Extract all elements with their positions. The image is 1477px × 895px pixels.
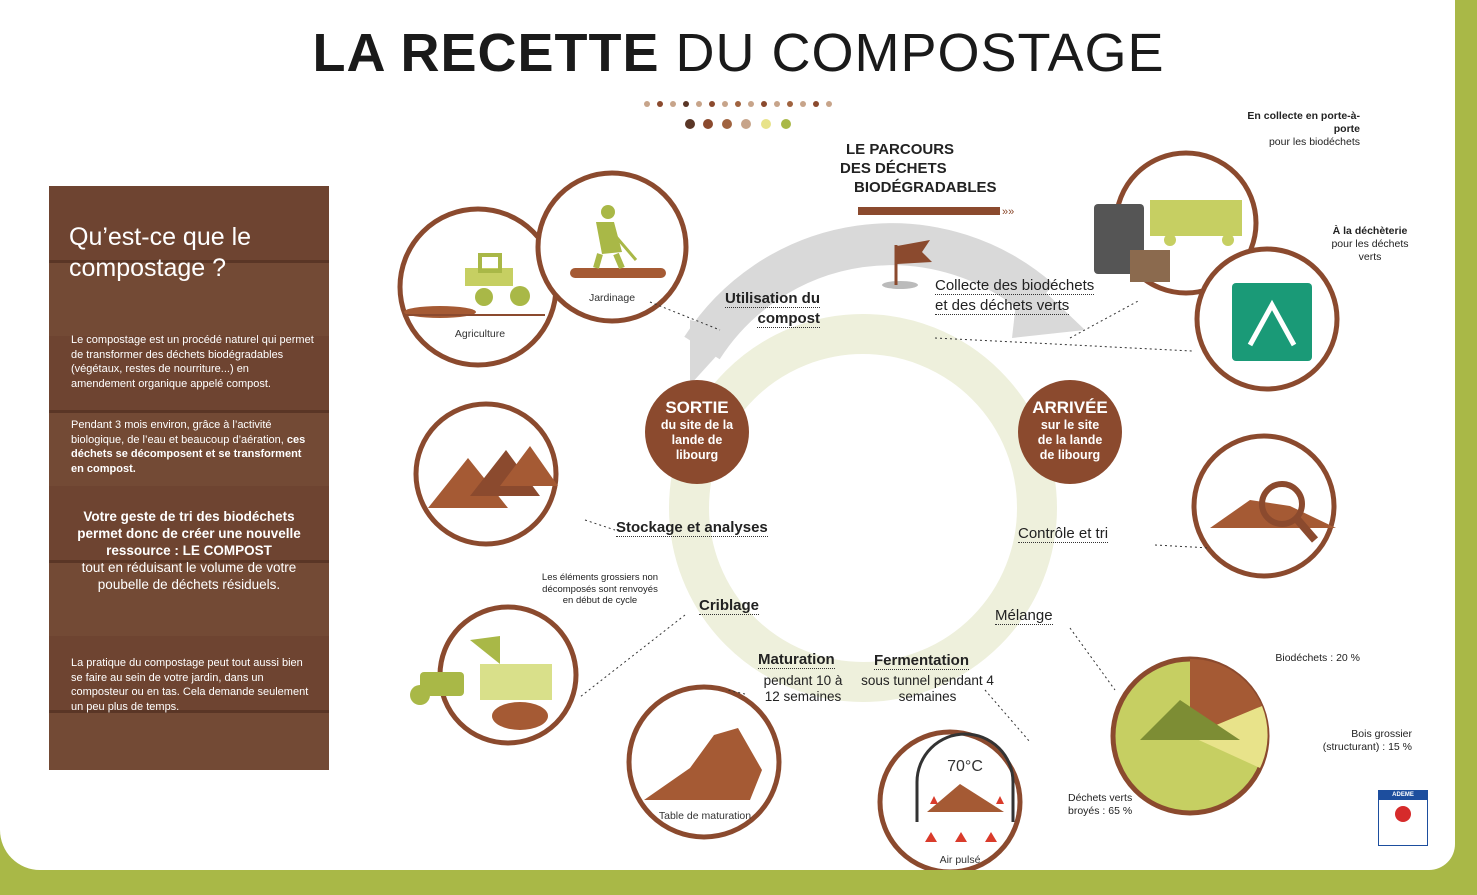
- parcours-title: LE PARCOURS DES DÉCHETS BIODÉGRADABLES: [840, 141, 997, 196]
- step-stockage: Stockage et analyses: [616, 519, 768, 537]
- panel-heading: Qu’est-ce que le compostage ?: [69, 223, 252, 282]
- circle-fermentation: [877, 729, 1023, 870]
- label-temperature: 70°C: [947, 758, 983, 775]
- badge-arrivee: ARRIVÉE sur le site de la lande de libou…: [1018, 380, 1122, 484]
- label-grossiers: Les éléments grossiers non décomposés so…: [541, 572, 659, 606]
- circle-porte-a-porte: [1094, 150, 1259, 296]
- panel-para-2: Pendant 3 mois environ, grâce à l’activi…: [71, 419, 306, 475]
- circle-decheterie: [1194, 246, 1340, 392]
- decor-dots: [644, 101, 832, 129]
- step-maturation: Maturation: [758, 651, 835, 669]
- circle-melange: [1110, 656, 1270, 816]
- step-fermentation: Fermentation: [874, 652, 970, 670]
- grey-arrow-head: [1012, 268, 1085, 338]
- page-title: LA RECETTE DU COMPOSTAGE: [312, 23, 1165, 83]
- svg-text:»»: »»: [1002, 206, 1014, 218]
- label-agriculture: Agriculture: [454, 328, 506, 340]
- badge-sortie: SORTIE du site de la lande de libourg: [645, 380, 749, 484]
- circle-jardinage: [535, 170, 689, 324]
- label-jardinage: Jardinage: [588, 292, 636, 304]
- step-collecte: Collecte des biodéchets et des déchets v…: [935, 277, 1095, 315]
- label-table-maturation: Table de maturation: [658, 810, 752, 822]
- circle-controle: [1191, 433, 1337, 579]
- ademe-logo: ADEME: [1378, 790, 1428, 846]
- circle-stockage: [413, 401, 559, 547]
- start-flag-icon: [882, 240, 932, 289]
- maturation-sub: pendant 10 à 12 semaines: [763, 673, 843, 704]
- info-panel: Qu’est-ce que le compostage ? Le compost…: [49, 186, 329, 770]
- panel-geste: Votre geste de tri des biodéchets permet…: [77, 509, 301, 592]
- step-melange: Mélange: [995, 607, 1053, 625]
- connectors: [579, 299, 1211, 743]
- label-bois-pct: Bois grossier (structurant) : 15 %: [1322, 728, 1412, 753]
- label-dechets-verts-pct: Déchets verts broyés : 65 %: [1068, 792, 1133, 817]
- circle-maturation: [626, 684, 782, 840]
- step-criblage: Criblage: [699, 597, 760, 615]
- step-utilisation: Utilisation du compost: [725, 290, 820, 328]
- grey-arrow-tail: [690, 320, 740, 385]
- label-air-pulse: Air pulsé: [939, 854, 981, 866]
- panel-para-1: Le compostage est un procédé naturel qui…: [71, 334, 314, 390]
- cycle-ring-pale: [669, 314, 1057, 702]
- process-diagram: »»: [397, 150, 1340, 870]
- cycle-ring-grey: [684, 223, 1054, 360]
- circle-criblage: [410, 604, 579, 746]
- label-biodechets-pct: Biodéchets : 20 %: [1275, 652, 1360, 664]
- fermentation-sub: sous tunnel pendant 4 semaines: [861, 673, 994, 704]
- panel-para-3: La pratique du compostage peut tout auss…: [71, 657, 309, 713]
- page: LA RECETTE DU COMPOSTAGE »»: [0, 0, 1455, 870]
- parcours-bar: [858, 207, 1000, 215]
- step-controle: Contrôle et tri: [1018, 525, 1109, 543]
- circle-agriculture: [397, 206, 559, 368]
